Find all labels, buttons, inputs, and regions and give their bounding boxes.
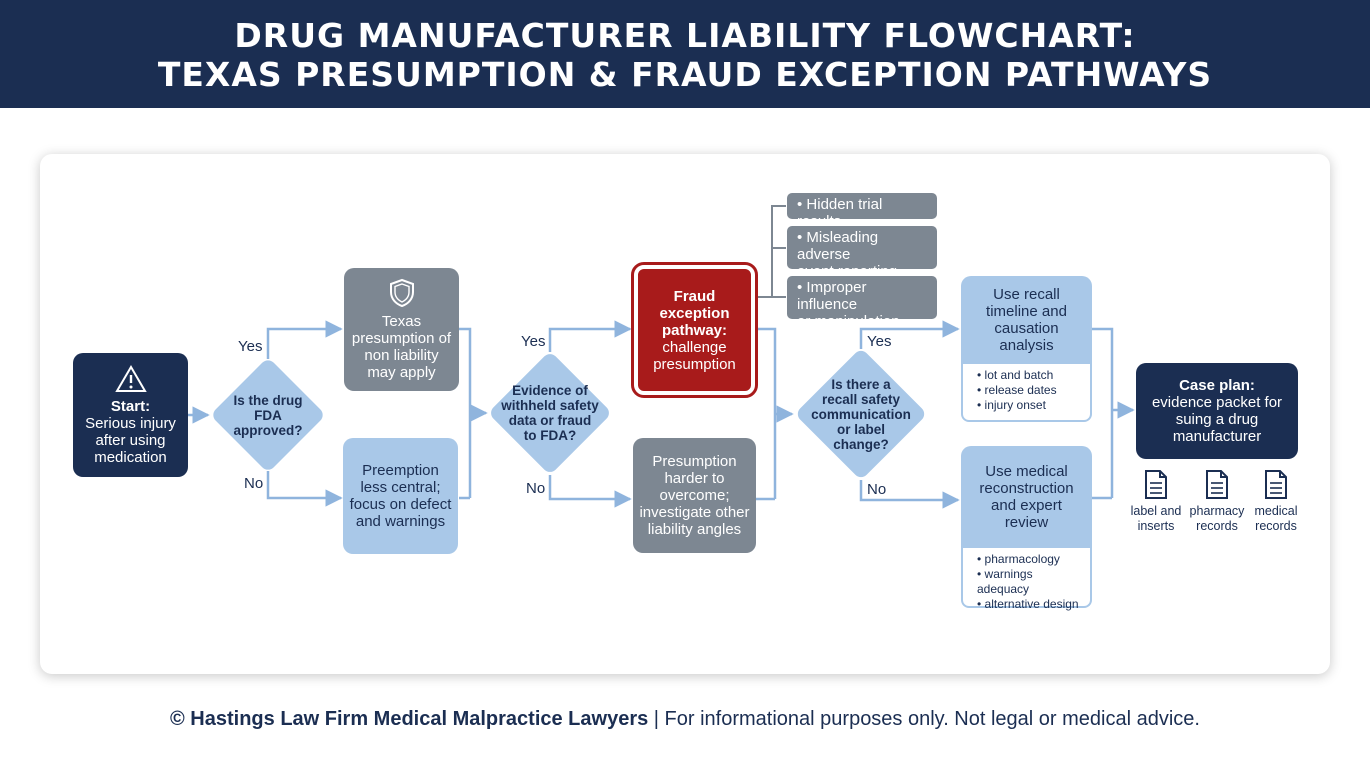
medical-review-box: Use medical reconstruction and expert re… xyxy=(961,446,1092,548)
q1-yes-label: Yes xyxy=(238,338,263,355)
document-icon xyxy=(1145,470,1167,499)
connector-fraud xyxy=(758,327,777,499)
start-text-2: after using xyxy=(95,432,166,449)
title-line-2: TEXAS PRESUMPTION & FRAUD EXCEPTION PATH… xyxy=(157,55,1213,94)
arrow-q3-no xyxy=(859,480,960,509)
footer: © Hastings Law Firm Medical Malpractice … xyxy=(0,708,1370,731)
arrow-q2-yes xyxy=(548,320,632,352)
detail-release-dates: release dates xyxy=(977,383,1082,398)
document-icon xyxy=(1206,470,1228,499)
recall-details: lot and batch release dates injury onset xyxy=(961,364,1092,422)
shield-icon xyxy=(389,278,414,308)
detail-warnings-adequacy: warnings adequacy xyxy=(977,567,1082,597)
case-plan-box: Case plan: evidence packet for suing a d… xyxy=(1136,363,1298,459)
fraud-example-hidden-trial: • Hidden trial results xyxy=(787,193,937,230)
arrow-q1-no xyxy=(266,471,343,507)
connector-texas xyxy=(459,327,472,498)
preemption-box: Preemption less central; focus on defect… xyxy=(343,438,458,554)
q3-no-label: No xyxy=(867,481,887,498)
medical-details: pharmacology warnings adequacy alternati… xyxy=(961,548,1092,611)
q3-yes-label: Yes xyxy=(867,333,892,350)
fraud-examples-bracket xyxy=(758,205,786,298)
warning-triangle-icon xyxy=(114,365,147,392)
start-title: Start: xyxy=(110,398,151,415)
document-medical-records: medical records xyxy=(1246,469,1306,534)
arrow-q2-no xyxy=(548,475,632,508)
footer-disclaimer: | For informational purposes only. Not l… xyxy=(648,708,1200,730)
detail-pharmacology: pharmacology xyxy=(977,552,1082,567)
presumption-harder-box: Presumption harder to overcome; investig… xyxy=(633,438,756,553)
document-pharmacy-records: pharmacy records xyxy=(1187,469,1247,534)
start-text-3: medication xyxy=(94,449,167,466)
title-line-1: DRUG MANUFACTURER LIABILITY FLOWCHART: xyxy=(234,16,1136,55)
q1-no-label: No xyxy=(244,475,264,492)
detail-alternative-design: alternative design xyxy=(977,597,1082,612)
fraud-example-misleading-reporting: • Misleading adverse event reporting xyxy=(787,226,937,280)
q2-no-label: No xyxy=(526,480,546,497)
connector-recall xyxy=(1092,327,1114,498)
arrow-q1-yes xyxy=(266,320,343,359)
document-label-inserts: label and inserts xyxy=(1126,469,1186,534)
q2-yes-label: Yes xyxy=(521,333,546,350)
recall-analysis-box: Use recall timeline and causation analys… xyxy=(961,276,1092,364)
fraud-exception-box: Fraud exception pathway: challenge presu… xyxy=(631,262,758,398)
footer-firm: © Hastings Law Firm Medical Malpractice … xyxy=(170,708,649,730)
arrow-q3-yes xyxy=(859,320,960,349)
document-icon xyxy=(1265,470,1287,499)
start-text-1: Serious injury xyxy=(85,415,176,432)
start-box: Start: Serious injury after using medica… xyxy=(73,353,188,477)
fraud-example-improper-influence: • Improper influence or manipulation xyxy=(787,276,937,330)
texas-presumption-box: Texas presumption of non liability may a… xyxy=(344,268,459,391)
detail-injury-onset: injury onset xyxy=(977,398,1082,413)
detail-lot-batch: lot and batch xyxy=(977,368,1082,383)
page-header: DRUG MANUFACTURER LIABILITY FLOWCHART: T… xyxy=(0,0,1370,108)
